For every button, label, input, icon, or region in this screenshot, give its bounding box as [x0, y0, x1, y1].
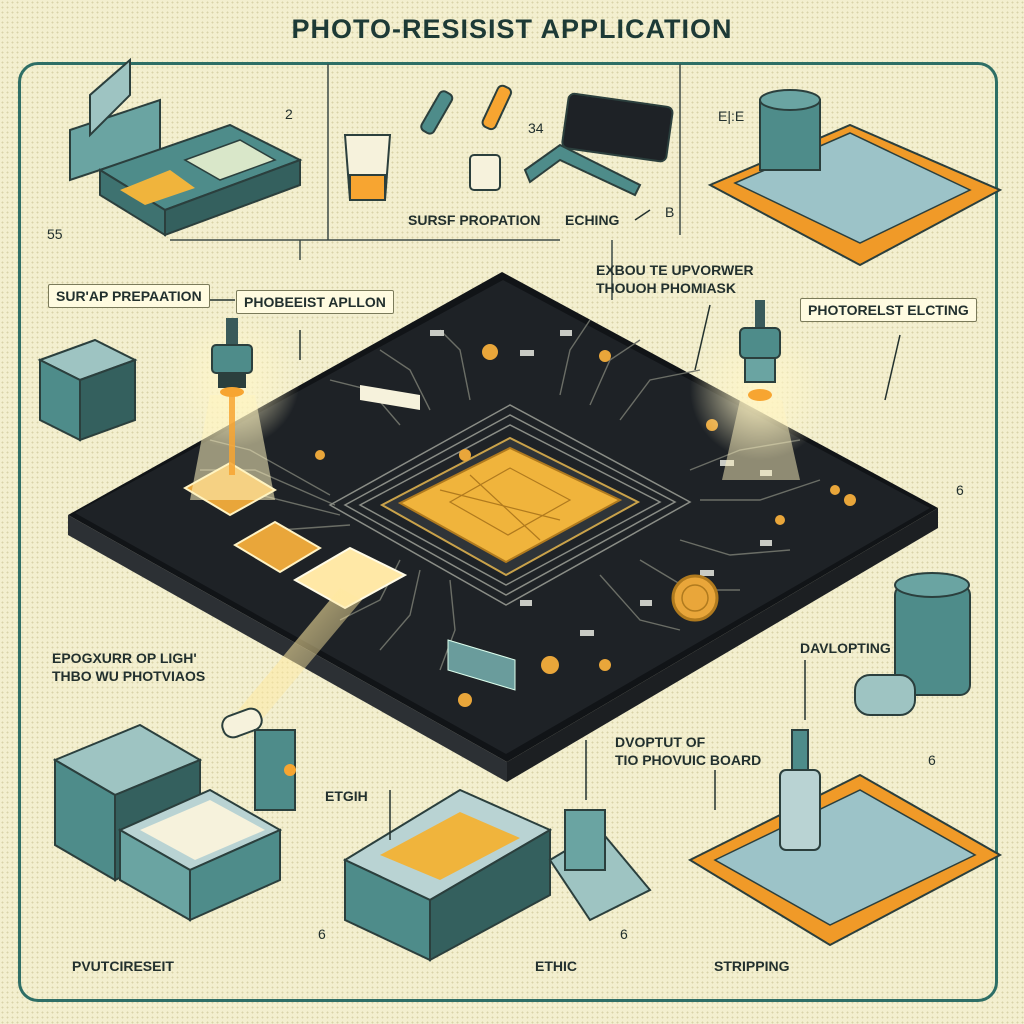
label-exposure-top-line2: THOUOH PHOMIASK	[596, 280, 736, 296]
label-photoresist-etching: PHOTORELST ELCTING	[800, 298, 977, 322]
label-surface-prep-top: SURSF PROPATION	[408, 212, 541, 228]
pointer-lines	[208, 209, 901, 840]
cube	[37, 338, 138, 442]
divider-lines	[170, 64, 681, 300]
label-surface-prep-left: SUR'AP PREPAATION	[48, 284, 210, 308]
label-exposure-top-line1: EXBOU TE UPVORWER	[596, 262, 754, 278]
label-etch-small: ETGIH	[325, 788, 368, 804]
step-number: 34	[528, 120, 544, 136]
step-number: 6	[956, 482, 964, 498]
right-exposure-lamp	[690, 300, 830, 480]
step-number: 6	[928, 752, 936, 768]
prep-tools	[343, 84, 674, 201]
photomask-stamp	[707, 89, 1003, 267]
label-output-line1: DVOPTUT OF	[615, 734, 706, 750]
label-developing: DAVLOPTING	[800, 640, 891, 656]
step-number: 55	[47, 226, 63, 242]
label-output-line2: TIO PHOVUIC BOARD	[615, 752, 762, 768]
left-exposure-lamp	[164, 312, 300, 500]
etching-tank	[342, 788, 652, 962]
label-exposure-left-line2: THBO WU PHOTVIAOS	[52, 668, 206, 684]
etch-tank-machine	[52, 723, 296, 922]
label-photoresist-application: PHOBEEIST APLLON	[236, 290, 394, 314]
label-ethic: ETHIC	[535, 958, 577, 974]
label-exposure-left-line1: EPOGXURR OP LIGH'	[52, 650, 197, 666]
step-number: E|:E	[718, 108, 745, 124]
step-number: B	[665, 204, 675, 220]
step-number: 6	[318, 926, 326, 942]
step-number: 6	[620, 926, 628, 942]
light-beam	[230, 588, 362, 736]
developing-machine	[687, 572, 1003, 947]
page-title: PHOTO-RESISIST APPLICATION	[291, 14, 733, 44]
label-eching-top: ECHING	[565, 212, 620, 228]
label-photoresist-bottom: PVUTCIRESEIT	[72, 958, 174, 974]
surface-prep-machine	[69, 57, 303, 237]
diagram-frame	[18, 62, 998, 1002]
step-number: 2	[285, 106, 293, 122]
label-stripping: STRIPPING	[714, 958, 790, 974]
